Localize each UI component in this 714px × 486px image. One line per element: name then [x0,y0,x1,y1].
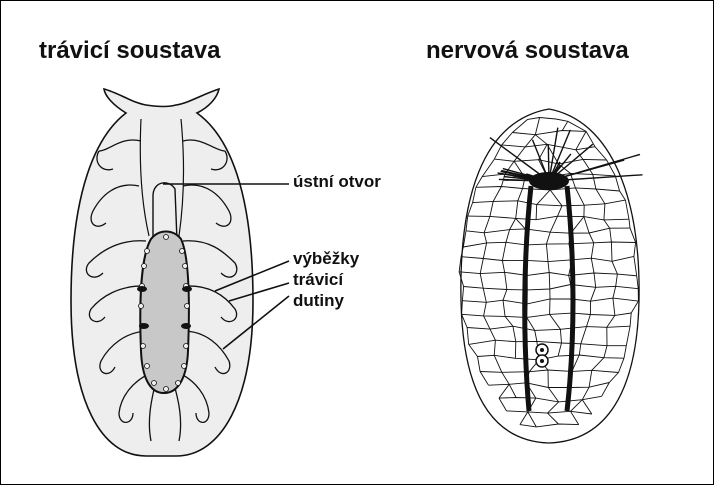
label-gut-branches-line-1: výběžky [293,248,359,269]
label-gut-branches-line-3: dutiny [293,290,359,311]
label-mouth-opening: ústní otvor [293,171,381,192]
nervous-system-diagram [459,109,642,443]
nerve-connective [611,242,612,261]
label-gut-branches: výběžky trávicí dutiny [293,248,359,311]
label-gut-branches-line-2: trávicí [293,269,359,290]
nerve-connective [536,205,537,220]
nerve-connective [549,273,550,290]
